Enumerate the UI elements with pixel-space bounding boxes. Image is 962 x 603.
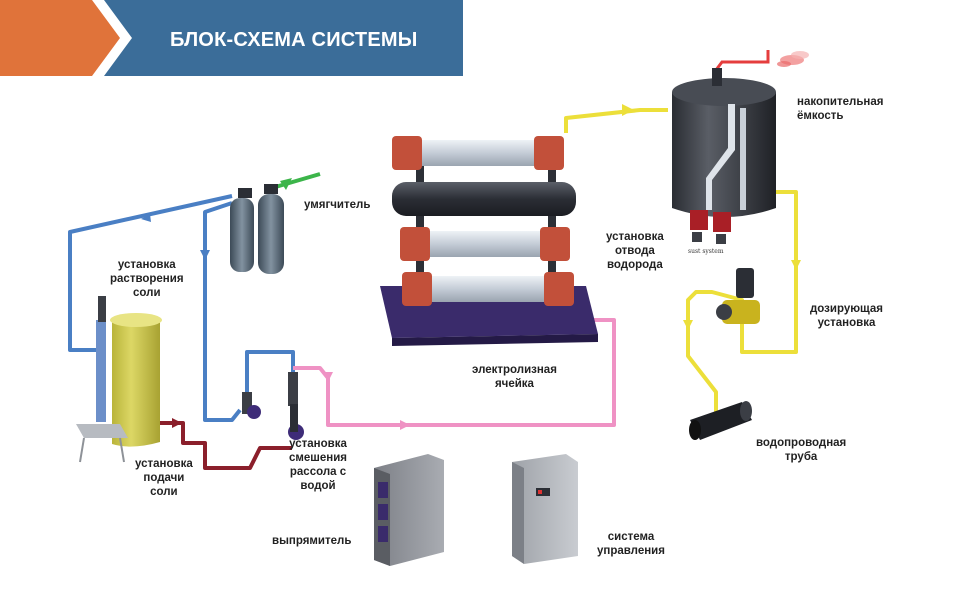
yellow-flow-arrow — [683, 320, 693, 330]
yellow-flow-arrow — [791, 260, 801, 270]
darkred-flow-arrow — [172, 418, 182, 428]
label-water-pipe: водопроводная труба — [756, 437, 847, 463]
label-rectifier: выпрямитель — [272, 535, 352, 547]
darkred-pipe — [160, 421, 292, 470]
electrolysis-cell-icon — [380, 136, 598, 346]
blue-flow-arrow — [141, 214, 151, 222]
water-pipe-icon — [689, 401, 752, 440]
label-electrolysis-cell: электролизная ячейка — [472, 364, 557, 390]
label-softener: умягчитель — [304, 199, 371, 211]
control-cabinet-icon — [512, 454, 578, 564]
header-orange-arrow — [0, 0, 120, 76]
yellow-pipes — [564, 108, 798, 412]
label-hydrogen-removal: установка отвода водорода — [606, 231, 664, 271]
label-control-system: система управления — [597, 531, 665, 557]
header-banner — [0, 0, 463, 76]
brand-caption: sust system — [688, 248, 724, 255]
pink-flow-arrow — [400, 420, 410, 430]
label-brine-mixing: установка смешения рассола с водой — [289, 438, 348, 492]
hydrogen-vent-flame-icon — [777, 51, 809, 67]
pink-flow-arrow — [323, 372, 333, 382]
salt-tank-icon — [76, 296, 162, 463]
label-salt-feed: установка подачи соли — [135, 458, 193, 498]
green-flow-arrow — [280, 178, 292, 190]
rectifier-cabinet-icon — [374, 454, 444, 566]
header-blue-band — [104, 0, 463, 76]
yellow-flow-arrow — [622, 104, 634, 116]
brine-mixing-pumps-icon — [242, 372, 304, 440]
label-salt-dissolving: установка растворения соли — [110, 259, 184, 299]
storage-tank-icon — [672, 68, 776, 244]
blue-flow-arrow — [200, 250, 210, 260]
softener-icon — [230, 184, 284, 274]
label-dosing: дозирующая установка — [810, 303, 883, 329]
green-inlet-pipe — [271, 172, 321, 190]
blue-pipes — [68, 194, 295, 422]
page-title: БЛОК-СХЕМА СИСТЕМЫ — [170, 29, 418, 51]
label-storage-tank: накопительная ёмкость — [797, 96, 884, 122]
dosing-pump-icon — [716, 268, 760, 324]
red-vent-pipe — [714, 50, 770, 71]
pink-pipe — [293, 318, 616, 427]
